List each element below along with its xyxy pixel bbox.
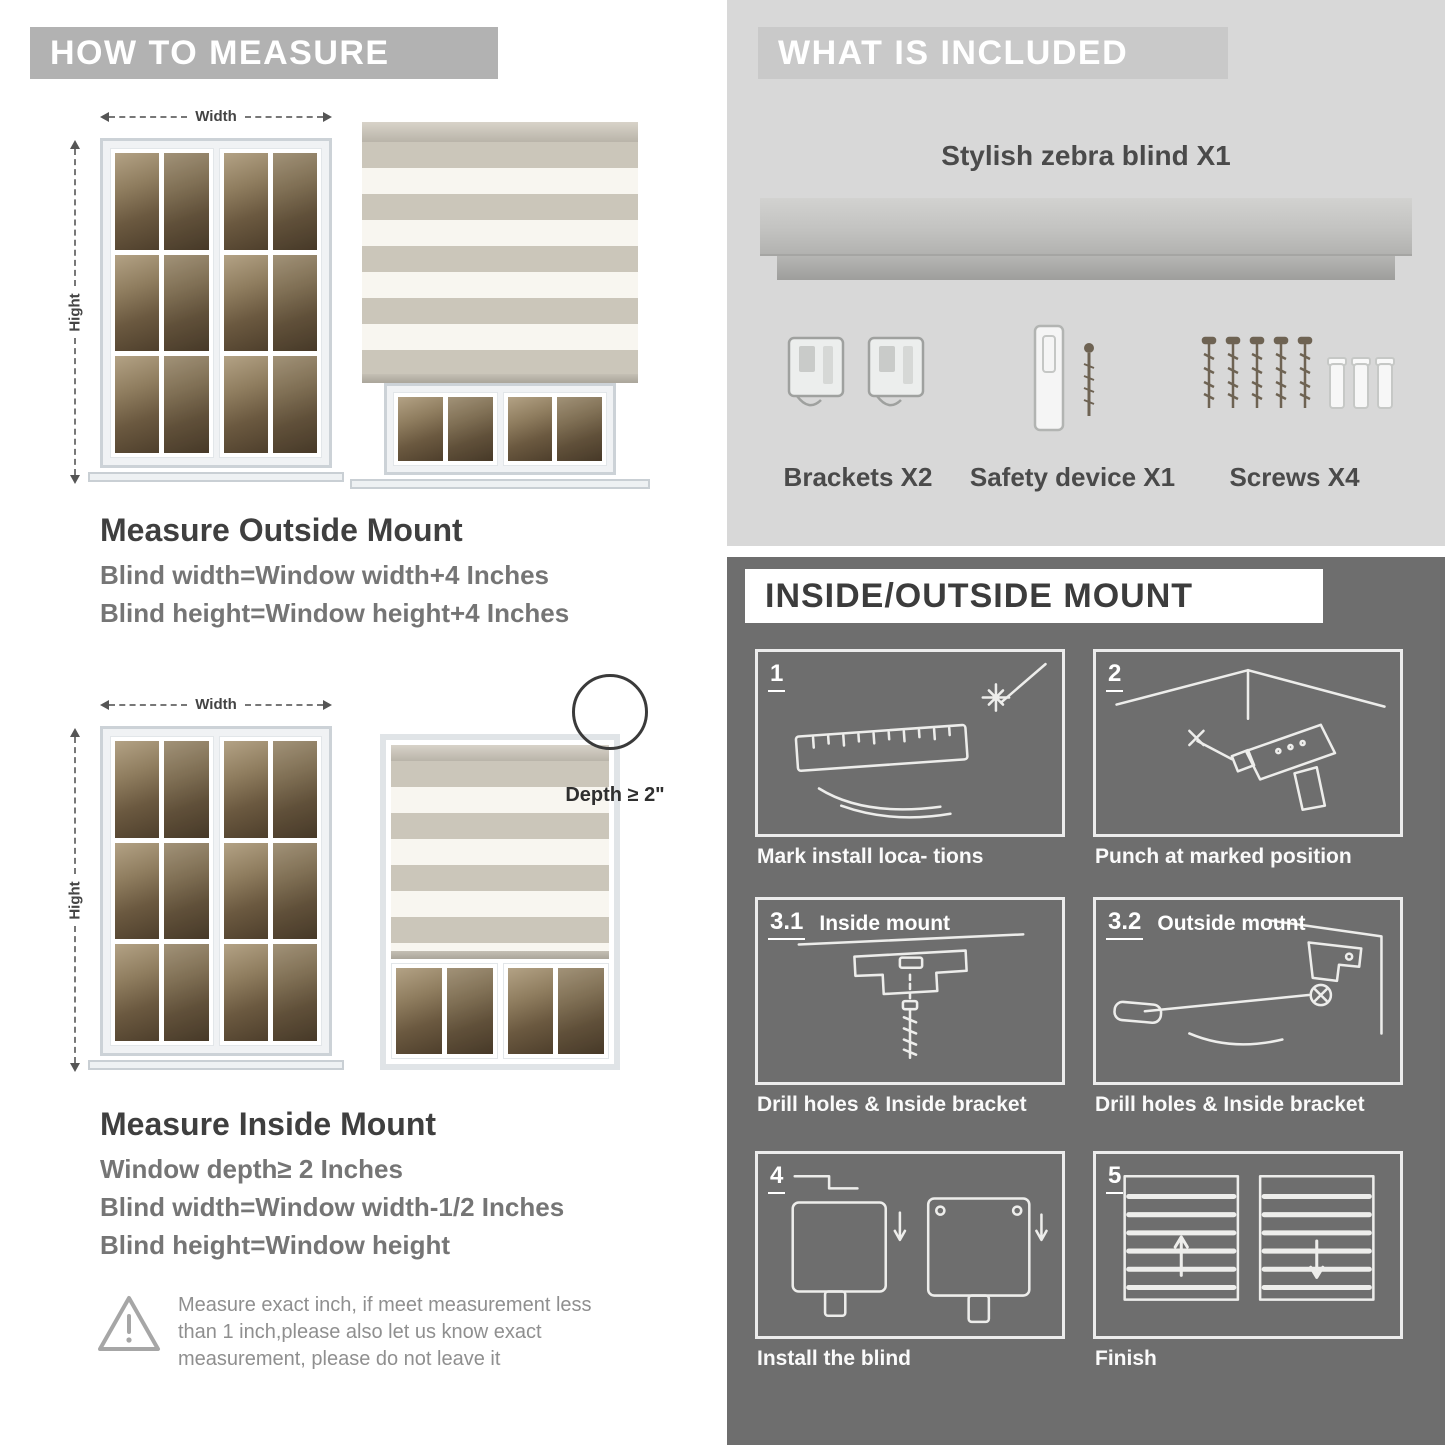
mount-steps-section: INSIDE/OUTSIDE MOUNT 1 Mark install loca… [727,557,1445,1445]
window-frame [100,138,332,468]
arrowhead-up-icon [70,140,80,149]
safety-device-icon [1033,324,1095,432]
mount-header: INSIDE/OUTSIDE MOUNT [745,569,1323,623]
step-caption-4: Install the blind [757,1347,912,1370]
step-number: 5 [1106,1162,1124,1194]
window-frame [100,726,332,1056]
height-label: Hight [66,292,84,332]
outside-formula-width: Blind width=Window width+4 Inches [100,560,549,590]
blind-stripes [362,142,638,374]
width-label: Width [195,108,237,125]
brackets-caption: Brackets X2 [783,462,933,492]
outside-mount-title: Measure Outside Mount [100,512,463,548]
step-label: Outside mount [1157,912,1306,935]
inside-mount-title: Measure Inside Mount [100,1106,437,1142]
drill-illustration [1115,668,1386,811]
width-arrow-outside: Width [100,108,333,125]
window-illustration-outside [88,138,344,484]
headrail-illustration [760,198,1412,256]
measure-mark-illustration [794,662,1047,819]
arrowhead-up-icon [70,728,80,737]
screws-icon [1201,336,1395,409]
inside-bracket-illustration [797,933,1025,1059]
step-caption-2: Punch at marked position [1095,845,1352,868]
window-sill [88,1060,344,1070]
window-illustration-inside [88,726,344,1072]
step-caption-3-1: Drill holes & Inside bracket [757,1093,1027,1116]
window-sill [350,479,650,489]
outside-bracket-illustration [1113,918,1383,1046]
arrowhead-left-icon [100,699,109,710]
step-box-4: 4 [755,1151,1065,1339]
width-arrow-inside: Width [100,696,333,713]
step-box-5: 5 [1093,1151,1403,1339]
step-number: 3.1 [768,908,806,940]
blind-bottom-rail [362,374,638,383]
outside-formula-height: Blind height=Window height+4 Inches [100,598,570,628]
what-is-included-header: WHAT IS INCLUDED [758,27,1228,79]
step-number: 2 [1106,660,1124,692]
window-sash [218,736,322,1046]
window-below-blind [384,383,616,475]
step-label: Inside mount [819,912,951,935]
height-label: Hight [66,880,84,920]
blind-bottom-rail [391,951,609,959]
height-arrow-inside: Hight [66,728,84,1072]
window-sill [88,472,344,482]
inside-formula-width: Blind width=Window width-1/2 Inches [100,1192,565,1222]
step-number: 1 [768,660,786,692]
how-to-measure-section: HOW TO MEASURE Width Hight [30,27,665,1370]
inside-formula-depth: Window depth≥ 2 Inches [100,1154,403,1184]
window-sash [110,736,214,1046]
blind-stripes [391,761,609,951]
measure-warning-text: Measure exact inch, if meet measurement … [178,1294,592,1370]
brackets-icon [787,336,925,407]
step-box-3-1: 3.1 Inside mount [755,897,1065,1085]
safety-device-caption: Safety device X1 [969,462,1176,492]
headrail-under-rail [777,256,1395,280]
step-caption-5: Finish [1095,1347,1157,1370]
blind-cassette [362,122,638,142]
screws-caption: Screws X4 [1229,462,1360,492]
blind-cassette [391,745,609,761]
width-label: Width [195,696,237,713]
arrowhead-right-icon [323,111,333,122]
height-arrow-outside: Hight [66,140,84,484]
inside-formula-height: Blind height=Window height [100,1230,450,1260]
step-number: 3.2 [1106,908,1144,940]
depth-callout-circle [572,674,648,750]
zebra-blind-outside-illustration [350,122,650,489]
step-box-3-2: 3.2 Outside mount [1093,897,1403,1085]
step-number: 4 [768,1162,786,1194]
install-blind-illustration [791,1174,1048,1324]
step-caption-3-2: Drill holes & Inside bracket [1095,1093,1365,1116]
arrowhead-right-icon [323,699,333,710]
step-caption-1: Mark install loca- tions [757,845,984,868]
window-sash [110,148,214,458]
arrowhead-down-icon [70,475,80,484]
finish-illustration [1123,1174,1375,1301]
warning-triangle-icon [98,1296,160,1351]
step-box-2: 2 [1093,649,1403,837]
depth-note: Depth ≥ 2" [565,784,665,806]
zebra-blind-inside-illustration [380,734,620,1070]
arrowhead-left-icon [100,111,109,122]
window-below-blind [391,963,609,1059]
step-box-1: 1 [755,649,1065,837]
what-is-included-section: WHAT IS INCLUDED Stylish zebra blind X1 [727,0,1445,546]
window-sash [218,148,322,458]
how-to-measure-header: HOW TO MEASURE [30,27,498,79]
product-title: Stylish zebra blind X1 [941,140,1231,171]
arrowhead-down-icon [70,1063,80,1072]
